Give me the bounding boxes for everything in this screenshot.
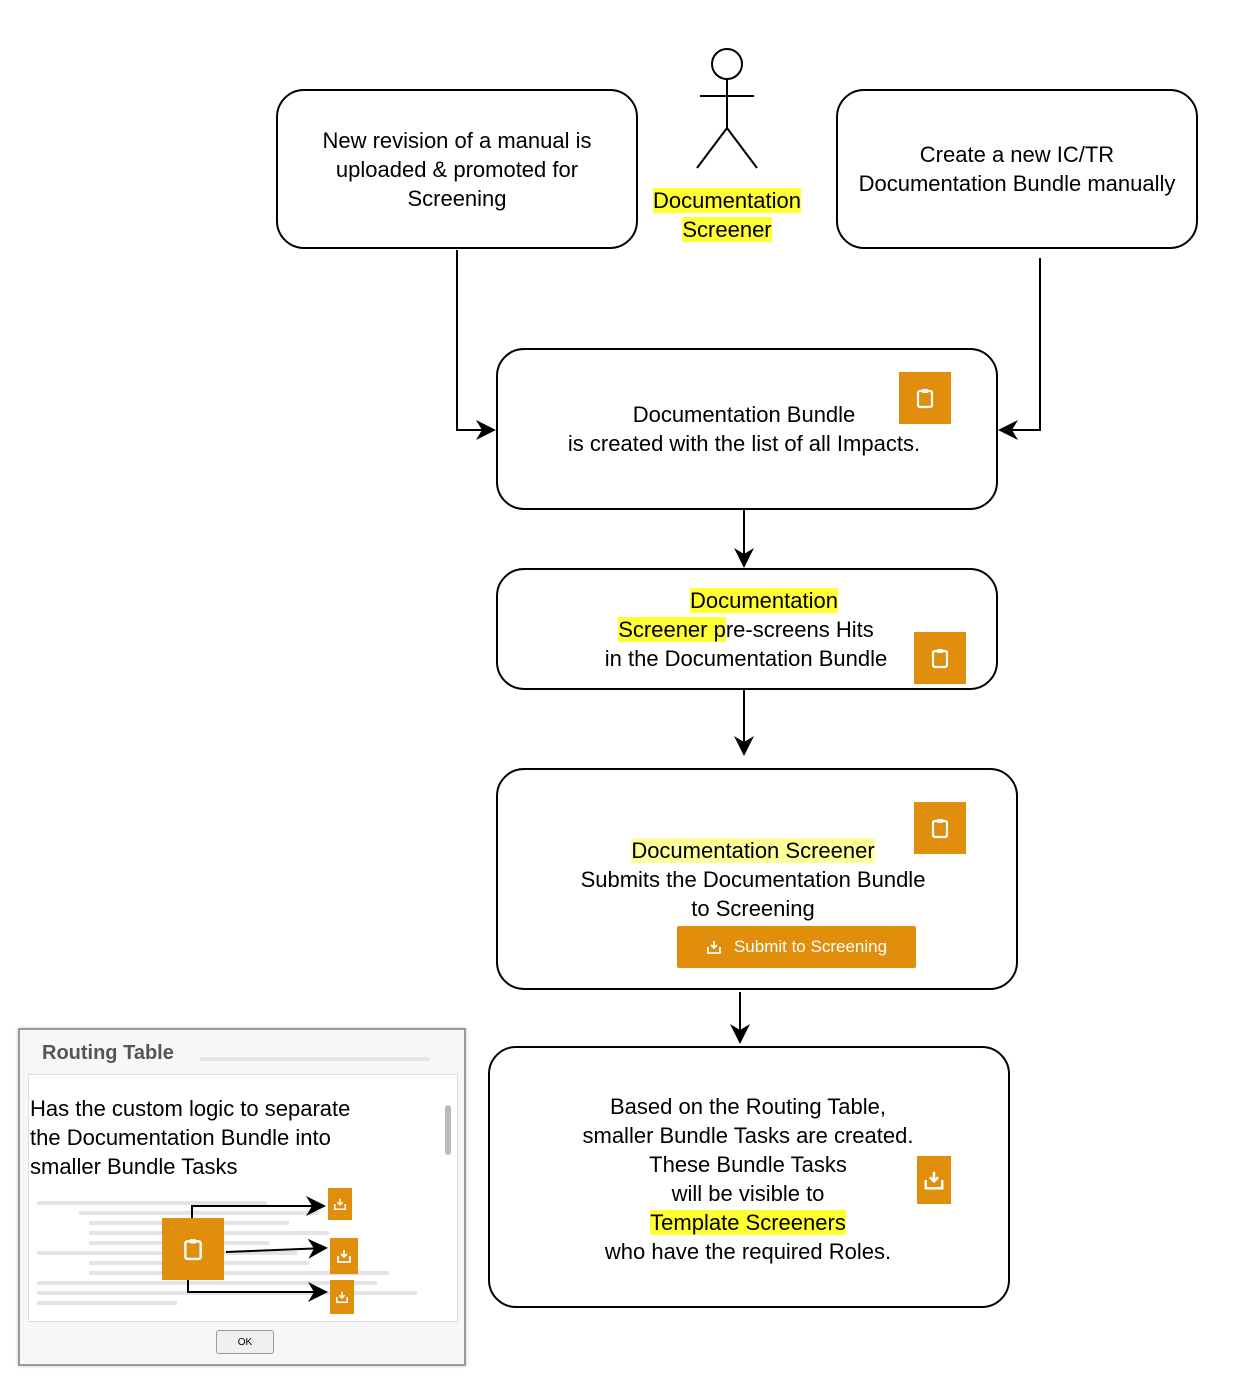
- routing-line-1: Based on the Routing Table,: [609, 1094, 887, 1119]
- dialog-routing-arrows: [187, 1196, 328, 1302]
- clipboard-icon: [914, 802, 966, 854]
- connector-create-to-bundle: [998, 258, 1041, 440]
- inbox-download-icon: [328, 1188, 352, 1220]
- prescreen-line-3: in the Documentation Bundle: [604, 646, 888, 671]
- inbox-download-icon: [330, 1238, 358, 1274]
- dialog-scrollbar[interactable]: [445, 1105, 451, 1155]
- revision-line-2: uploaded & promoted for: [335, 157, 579, 182]
- bundle-line-1: Documentation Bundle: [632, 402, 856, 427]
- submit-line-3: to Screening: [691, 896, 815, 921]
- create-bundle-step-text: Create a new IC/TR Documentation Bundle …: [836, 140, 1198, 198]
- faded-code-strip: [200, 1057, 430, 1061]
- actor-stick-figure: [696, 48, 758, 169]
- bundle-line-2: is created with the list of all Impacts.: [567, 431, 921, 456]
- revision-line-3: Screening: [407, 186, 507, 211]
- create-line-1: Create a new IC/TR: [919, 142, 1115, 167]
- dialog-ok-button[interactable]: OK: [216, 1330, 274, 1354]
- inbox-download-icon: [707, 941, 721, 954]
- routing-line-4: will be visible to: [671, 1181, 825, 1206]
- submit-to-screening-button[interactable]: Submit to Screening: [677, 926, 916, 968]
- routing-line-2: smaller Bundle Tasks are created.: [582, 1123, 914, 1148]
- connector-revision-to-bundle: [456, 250, 496, 440]
- routing-line-3: These Bundle Tasks: [649, 1152, 847, 1177]
- submit-text: Documentation Screener Submits the Docum…: [496, 836, 1010, 923]
- create-bundle-step-box: [836, 89, 1198, 249]
- dialog-title: Routing Table: [42, 1042, 174, 1064]
- create-line-2: Documentation Bundle manually: [858, 171, 1176, 196]
- routing-result-text: Based on the Routing Table, smaller Bund…: [488, 1092, 1008, 1266]
- revision-step-box: [276, 89, 638, 249]
- submit-highlight: Documentation Screener: [631, 838, 875, 863]
- routing-highlight: Template Screeners: [650, 1210, 846, 1235]
- clipboard-icon: [914, 632, 966, 684]
- clipboard-icon: [899, 372, 951, 424]
- actor-label-line1: Documentation: [653, 188, 801, 213]
- submit-button-label: Submit to Screening: [733, 937, 888, 956]
- prescreen-highlight-2: Screener p: [618, 617, 726, 642]
- prescreen-highlight-1: Documentation: [690, 588, 838, 613]
- dialog-desc-line-2: the Documentation Bundle into: [30, 1125, 331, 1150]
- clipboard-icon: [162, 1218, 224, 1280]
- inbox-download-icon: [917, 1156, 951, 1204]
- actor-label: Documentation Screener: [640, 186, 814, 244]
- dialog-desc-line-1: Has the custom logic to separate: [30, 1096, 351, 1121]
- dialog-desc-line-3: smaller Bundle Tasks: [30, 1154, 238, 1179]
- bundle-created-text: Documentation Bundle is created with the…: [496, 400, 992, 458]
- prescreen-line-2-rest: re-screens Hits: [725, 617, 874, 642]
- revision-step-text: New revision of a manual is uploaded & p…: [276, 126, 638, 213]
- prescreen-text: Documentation Screener pre-screens Hits …: [496, 586, 996, 673]
- routing-table-dialog: Routing Table Has the custom logic to se…: [18, 1028, 466, 1366]
- dialog-description: Has the custom logic to separate the Doc…: [30, 1094, 350, 1181]
- submit-line-2: Submits the Documentation Bundle: [580, 867, 926, 892]
- routing-line-6: who have the required Roles.: [604, 1239, 892, 1264]
- revision-line-1: New revision of a manual is: [322, 128, 592, 153]
- actor-label-line2: Screener: [682, 217, 772, 242]
- inbox-download-icon: [330, 1280, 354, 1314]
